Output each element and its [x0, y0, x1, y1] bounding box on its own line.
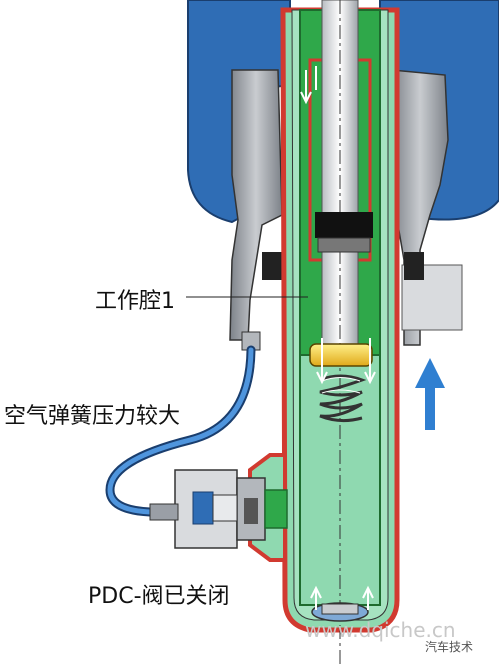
valve-spring — [319, 374, 367, 423]
rod-guide — [315, 212, 373, 238]
seal-right — [404, 252, 424, 280]
piston — [309, 343, 373, 367]
label-spring-pressure: 空气弹簧压力较大 — [4, 404, 181, 429]
watermark-site: www.dqiche.cn — [305, 618, 456, 642]
pdc-valve — [149, 453, 288, 562]
flow-arrow-icon — [300, 66, 376, 610]
housing-left — [229, 69, 283, 341]
label-chamber: 工作腔1 — [95, 289, 175, 314]
seal-left — [262, 252, 282, 280]
up-arrow-icon — [415, 358, 445, 430]
mount-block-right — [401, 264, 463, 331]
watermark-source: 汽车技术 — [425, 640, 474, 654]
label-pdc-valve: PDC-阀已关闭 — [88, 584, 230, 609]
